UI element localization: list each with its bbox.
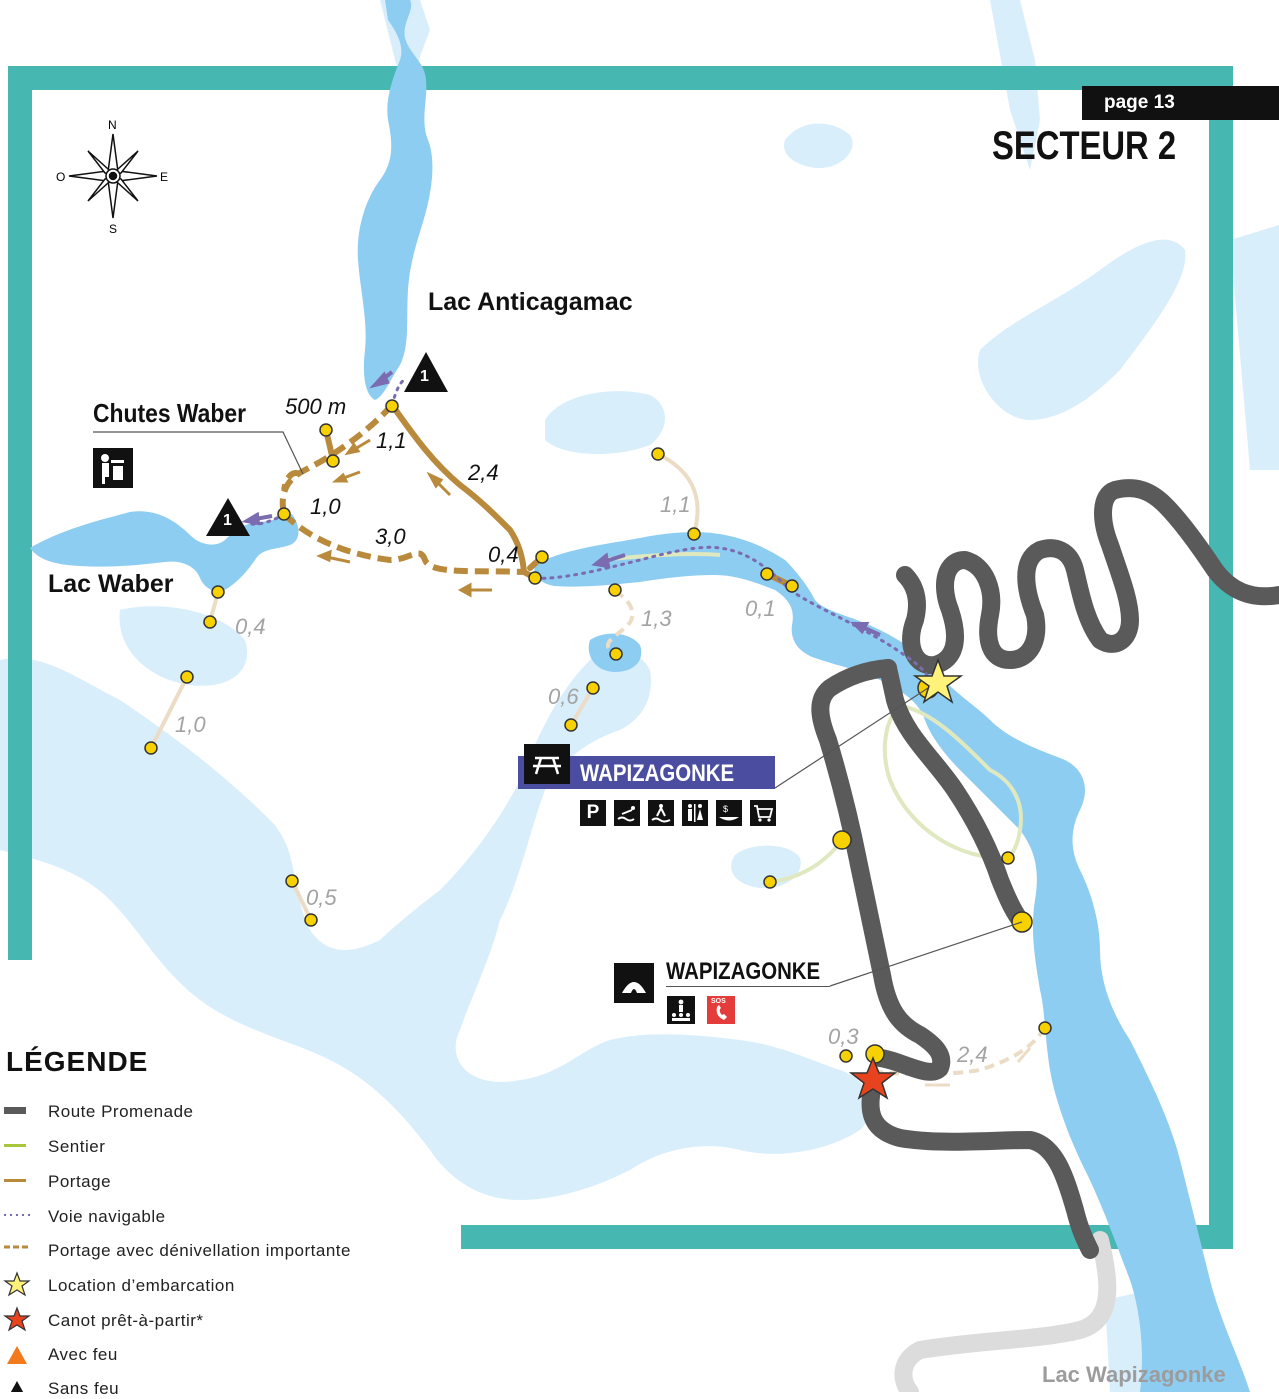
distance-label: 0,3: [828, 1024, 859, 1049]
portage-arrows: [316, 438, 1032, 1087]
legend-item-waterway: Voie navigable: [48, 1207, 166, 1226]
distance-label: 2,4: [957, 1042, 988, 1067]
distance-label: 0,4: [235, 614, 266, 639]
campsite-triangles: [206, 352, 448, 536]
distance-label: 3,0: [375, 524, 406, 549]
leader-lines: [93, 431, 1023, 987]
black-triangle-icon: [10, 1381, 24, 1392]
shop-icon: [750, 800, 776, 826]
legend-item-portage: Portage: [48, 1172, 112, 1191]
orange-triangle-icon: [7, 1346, 27, 1364]
sos-phone-icon: SOS: [707, 996, 735, 1024]
distance-label: 1,1: [660, 492, 691, 517]
steep-portages: [279, 403, 525, 575]
portage-swatch: [4, 1179, 26, 1182]
compass-west: O: [56, 170, 66, 184]
distance-label: 0,1: [745, 596, 776, 621]
compass-rose: [68, 133, 158, 219]
legend-item-no-fire: Sans feu: [48, 1379, 120, 1398]
label-lac-wapizagonke: Lac Wapizagonke: [1042, 1362, 1226, 1387]
legend-title: LÉGENDE: [6, 1046, 149, 1077]
camping-tent-icon: [614, 963, 654, 1003]
canoe-rental-star: [912, 657, 964, 704]
route-nodes: [144, 399, 1052, 1064]
picnic-table-icon: [524, 744, 570, 784]
legend-item-ready-canoe: Canot prêt-à-partir*: [48, 1311, 204, 1330]
waterway-arrows: [241, 370, 881, 637]
distance-label: 1,0: [310, 494, 341, 519]
toilets-icon: [682, 800, 708, 826]
red-star-icon: [3, 1306, 31, 1332]
canoe-rental-icon: $: [716, 800, 742, 826]
sector-title: SECTEUR 2: [992, 124, 1177, 168]
parking-icon: P: [580, 800, 606, 826]
campsite-number-1a: 1: [420, 368, 429, 385]
waterfall-viewpoint-icon: [93, 448, 133, 488]
label-lac-anticagamac: Lac Anticagamac: [428, 288, 633, 316]
ready-canoe-star: [848, 1055, 898, 1100]
yellow-star-icon: [3, 1271, 31, 1297]
sos-text: SOS: [711, 998, 726, 1005]
legend-item-steep-portage: Portage avec dénivellation importante: [48, 1241, 351, 1260]
picnic-facility-icons: P $: [580, 800, 776, 826]
beach-icon: [648, 800, 674, 826]
legend-item-road: Route Promenade: [48, 1102, 194, 1121]
group-activity-icon: [667, 996, 695, 1024]
distance-label: 0,4: [488, 542, 519, 567]
compass-east: E: [160, 170, 169, 184]
distance-label: 1,3: [641, 606, 672, 631]
legend-item-boat-rental: Location d’embarcation: [48, 1276, 235, 1295]
legend-swatches: [3, 1107, 31, 1392]
swimming-icon: [614, 800, 640, 826]
trail-swatch: [4, 1144, 26, 1147]
distance-label: 500 m: [285, 394, 347, 419]
picnic-area-name: WAPIZAGONKE: [580, 760, 735, 787]
lakes: [30, 0, 1250, 1392]
legend-item-with-fire: Avec feu: [48, 1345, 118, 1364]
label-chutes-waber: Chutes Waber: [93, 398, 246, 428]
legend-item-trail: Sentier: [48, 1137, 106, 1156]
distance-label: 1,0: [175, 712, 206, 737]
camping-leader-line: [666, 986, 830, 987]
campsite-number-1b: 1: [223, 512, 232, 529]
compass-north: N: [108, 118, 117, 132]
distance-label: 0,6: [548, 684, 579, 709]
page-number-tab: page 13: [1082, 86, 1279, 120]
compass-south: S: [109, 222, 118, 236]
roads: [811, 479, 1279, 1392]
label-lac-waber: Lac Waber: [48, 570, 174, 598]
svg-text:$: $: [723, 804, 728, 814]
distance-label: 2,4: [468, 460, 499, 485]
distance-label: 0,5: [306, 885, 337, 910]
camping-area-name: WAPIZAGONKE: [666, 958, 821, 985]
camping-facility-icons: SOS: [667, 996, 735, 1024]
sector-frame: [8, 66, 1233, 1249]
road-swatch: [4, 1107, 26, 1114]
distance-label: 1,1: [376, 428, 407, 453]
